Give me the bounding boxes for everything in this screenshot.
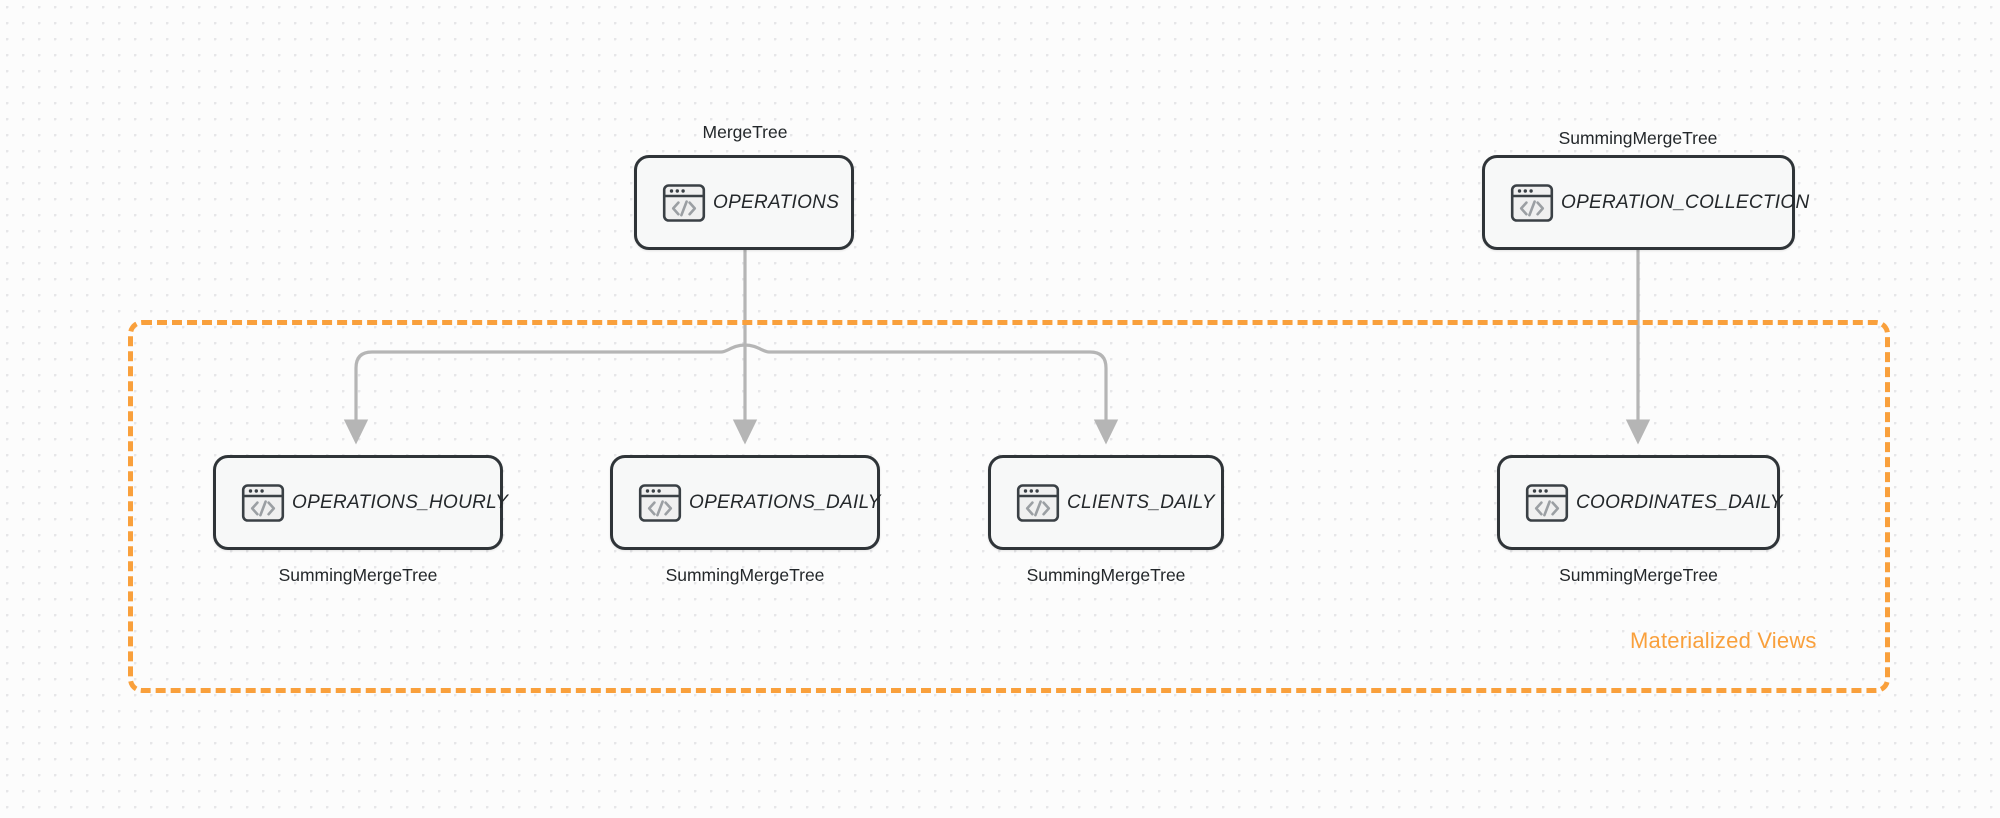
node-clients-daily[interactable]: CLIENTS_DAILY [988, 455, 1224, 550]
caption-operations-daily-engine: SummingMergeTree [665, 565, 825, 585]
node-operations[interactable]: OPERATIONS [634, 155, 854, 250]
code-window-icon [1015, 480, 1061, 526]
node-operations-daily-label: OPERATIONS_DAILY [689, 491, 881, 513]
caption-operations-hourly-engine: SummingMergeTree [278, 565, 438, 585]
node-coordinates-daily[interactable]: COORDINATES_DAILY [1497, 455, 1782, 550]
node-operations-daily[interactable]: OPERATIONS_DAILY [610, 455, 880, 550]
materialized-views-label: Materialized Views [1630, 628, 1817, 653]
materialized-views-group [128, 320, 1890, 693]
node-clients-daily-label: CLIENTS_DAILY [1067, 491, 1215, 513]
code-window-icon [1509, 180, 1555, 226]
caption-clients-daily-engine: SummingMergeTree [1026, 565, 1186, 585]
caption-operations-engine: MergeTree [702, 122, 788, 142]
code-window-icon [1524, 480, 1570, 526]
code-window-icon [661, 180, 707, 226]
caption-operation-collection-engine: SummingMergeTree [1558, 128, 1718, 148]
code-window-icon [240, 480, 286, 526]
node-operations-label: OPERATIONS [713, 191, 840, 213]
node-operation-collection-label: OPERATION_COLLECTION [1561, 191, 1810, 213]
node-operation-collection[interactable]: OPERATION_COLLECTION [1482, 155, 1809, 250]
node-operations-hourly-label: OPERATIONS_HOURLY [292, 491, 509, 513]
node-operations-hourly[interactable]: OPERATIONS_HOURLY [213, 455, 508, 550]
code-window-icon [637, 480, 683, 526]
caption-coordinates-daily-engine: SummingMergeTree [1559, 565, 1718, 585]
node-coordinates-daily-label: COORDINATES_DAILY [1576, 491, 1783, 513]
